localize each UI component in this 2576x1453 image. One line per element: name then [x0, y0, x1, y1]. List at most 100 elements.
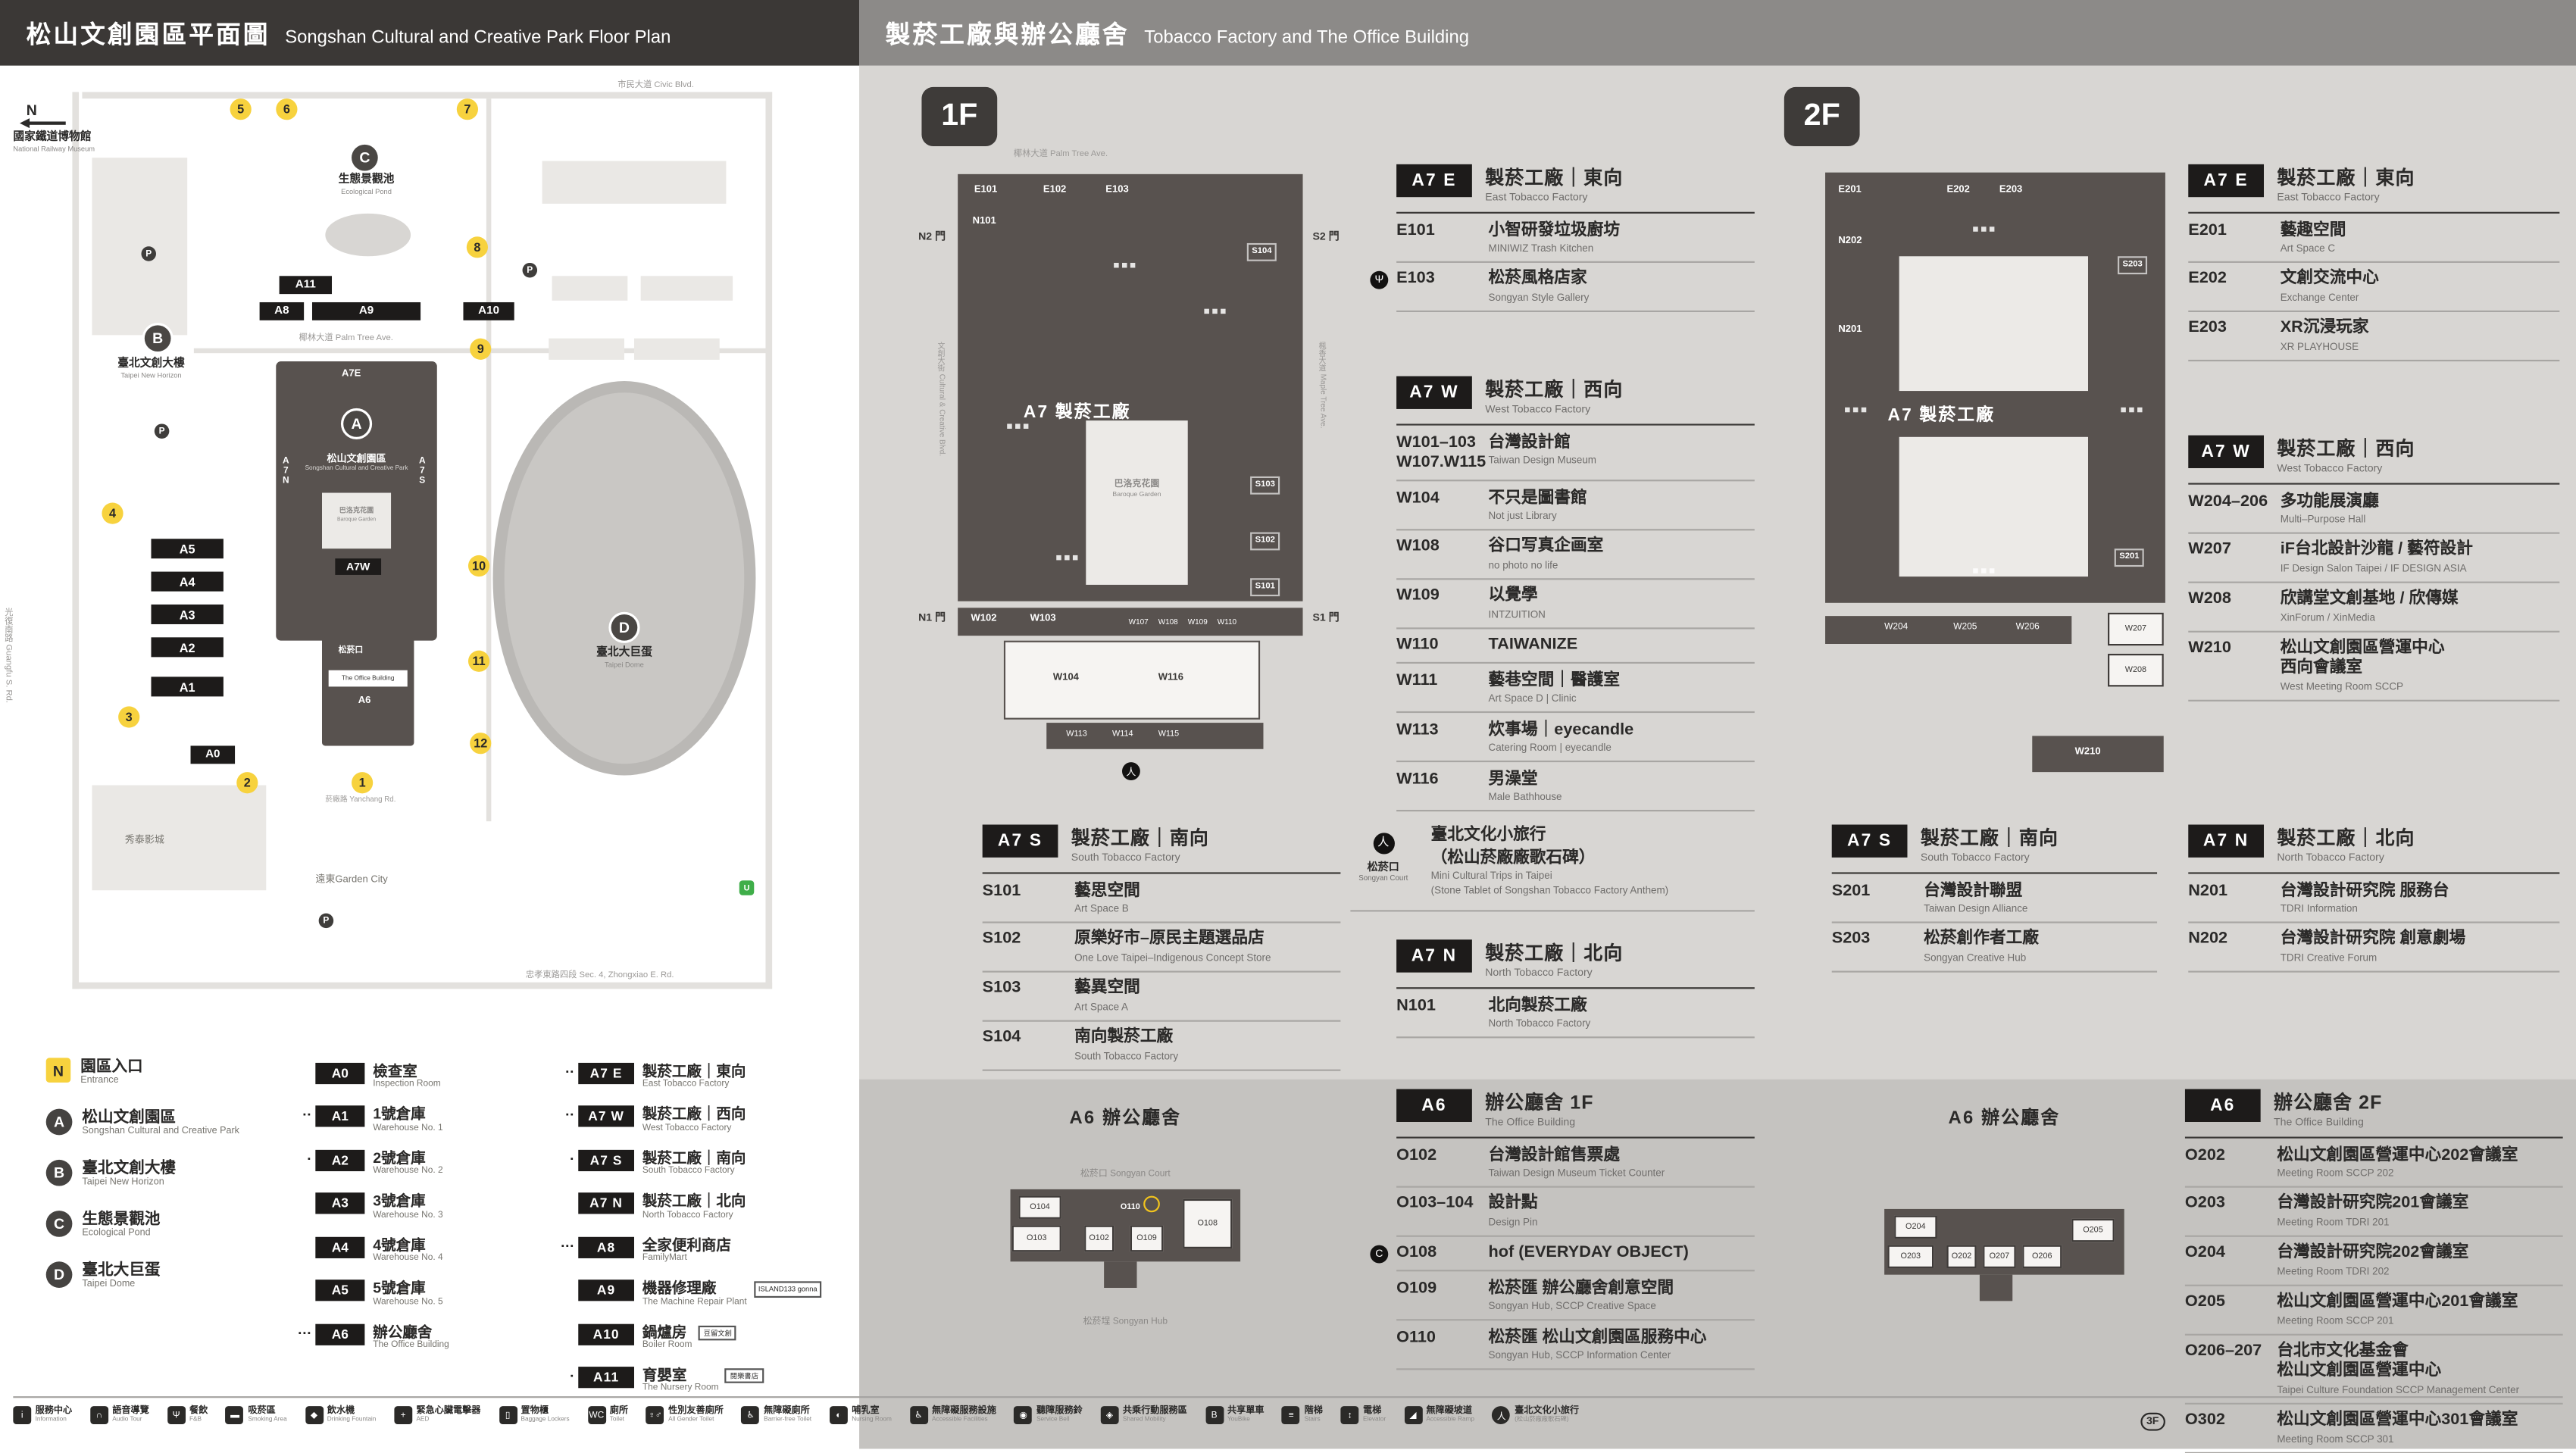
entrance-4: 4	[102, 502, 123, 524]
strip-dining-icon: Ψ	[167, 1406, 186, 1424]
section-title-cn: 製菸工廠｜南向	[1071, 830, 1209, 850]
room-s103: S103	[1250, 476, 1280, 495]
room-o109: O109	[1130, 1225, 1164, 1252]
strip-label-en: Toilet	[609, 1417, 624, 1423]
plan2-w210-block	[2032, 736, 2164, 773]
section-title-cn: 製菸工廠｜西向	[1485, 381, 1624, 402]
section-code-badge: A6	[1396, 1089, 1472, 1122]
room-e201: E201	[1838, 186, 1862, 196]
building-en: Warehouse No. 5	[373, 1296, 443, 1308]
garden-en: Baroque Garden	[1112, 489, 1161, 498]
section-title: 製菸工廠｜西向 West Tobacco Factory	[1485, 377, 1623, 416]
section-title-en: West Tobacco Factory	[2277, 463, 2383, 475]
room-name-cn: 以覺學	[1488, 586, 1538, 605]
cafe-icon: C	[1370, 1245, 1389, 1264]
room-name-cn: 設計點	[1488, 1195, 1538, 1214]
room-w109: W109	[1187, 617, 1208, 627]
section-rule	[1396, 1136, 1755, 1139]
room-name-cn: 台灣設計館	[1488, 433, 1571, 452]
room-o103: O103	[1011, 1225, 1061, 1252]
parking-icon: P	[154, 423, 170, 439]
trip-title-cn: 臺北文化小旅行	[1430, 826, 1546, 845]
building-code-badge: A6	[315, 1323, 365, 1345]
room-name-en: Songyan Style Gallery	[1488, 292, 1590, 305]
baroque-cn: 巴洛克花園	[339, 505, 374, 514]
building-en: South Tobacco Factory	[642, 1167, 735, 1177]
room-name-en: Meeting Room SCCP 201	[2277, 1315, 2394, 1327]
entrance-1: 1	[352, 772, 374, 794]
entrance-10: 10	[467, 555, 490, 577]
songyan-court-note: 人 松菸口 Songyan Court 臺北文化小旅行 （松山菸廠廠歌石碑） M…	[1350, 825, 1755, 912]
plan1-south-strip	[1046, 723, 1264, 749]
plan1-street-right: 楓香大道 Maple Tree Ave.	[1319, 342, 1328, 429]
room-code: S102	[982, 930, 1021, 949]
building-code-badge: A11	[578, 1367, 634, 1389]
street-palm-ave: 椰林大道 Palm Tree Ave.	[299, 333, 393, 344]
park-map: N 國家鐵道博物館 National Railway Museum 市民大道 C…	[0, 66, 859, 1064]
room-name-cn: 藝思空間	[1074, 881, 1140, 900]
building-cn: 製菸工廠｜北向	[642, 1192, 746, 1210]
strip-label-cn: 共享單車	[1227, 1406, 1265, 1417]
room-w115: W115	[1158, 729, 1180, 739]
trip-title-en: Mini Cultural Trips in Taipei	[1430, 870, 1552, 883]
section-rule	[1831, 872, 2158, 874]
park-title-en: Songshan Cultural and Creative Park Floo…	[285, 27, 671, 48]
building-cn: 鍋爐房	[642, 1323, 687, 1340]
room-s101: S101	[1250, 578, 1280, 597]
section-title-en: North Tobacco Factory	[2277, 852, 2384, 864]
museum-building	[92, 158, 188, 336]
building-en: Warehouse No. 3	[373, 1210, 443, 1220]
room-code: S203	[1831, 930, 1871, 949]
pond-label-cn: 生態景觀池	[338, 173, 395, 186]
room-o202: O202	[1946, 1245, 1977, 1268]
strip-trip-icon: 人	[1492, 1406, 1511, 1424]
section-title-en: The Office Building	[1485, 1117, 1576, 1129]
street-guangfu-rd: 光復南路 Guangfu S. Rd.	[3, 608, 14, 704]
facility-icons	[276, 1236, 312, 1242]
strip-label-cn: 餐飲	[189, 1406, 208, 1417]
room-code: S104	[982, 1029, 1021, 1047]
room-name-cn: hof (EVERYDAY OBJECT)	[1488, 1244, 1689, 1263]
room-o206: O206	[2022, 1245, 2062, 1268]
building-code-badge: A1	[315, 1106, 365, 1128]
gate-s2: S2 門	[1312, 231, 1340, 243]
section-code-badge: A7 W	[2188, 435, 2265, 468]
road-top	[82, 92, 773, 99]
floor-2f-badge: 2F	[1784, 86, 1860, 146]
room-name-en: West Meeting Room SCCP	[2280, 681, 2404, 693]
facility-icons	[1973, 568, 1978, 573]
songyan-court-en: Songyan Court	[1358, 873, 1408, 883]
map-a7w-chip: A7W	[335, 558, 382, 575]
room-code: S103	[982, 980, 1021, 998]
road-bottom	[72, 982, 773, 989]
room-name-cn: 松山文創園區營運中心201會議室	[2277, 1293, 2518, 1312]
building-code-badge: A2	[315, 1149, 365, 1171]
room-name-cn2: 西向會議室	[2280, 659, 2363, 678]
section-title-en: West Tobacco Factory	[1485, 404, 1591, 416]
strip-label-en: Smoking Area	[248, 1417, 287, 1423]
section-rule	[2188, 211, 2560, 214]
